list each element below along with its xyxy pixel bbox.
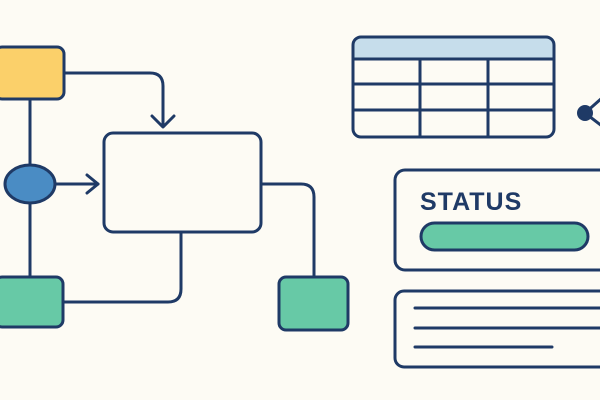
status-card: STATUS — [393, 168, 600, 272]
text-lines-card — [393, 289, 600, 369]
green-node-left[interactable] — [0, 275, 65, 329]
yellow-node[interactable] — [0, 45, 66, 101]
connector-main-to-green-left — [61, 230, 183, 304]
status-progress-bar — [419, 221, 590, 252]
connector-main-to-green-right — [259, 182, 316, 279]
share-node-icon — [577, 97, 600, 127]
data-table-icon — [351, 35, 556, 139]
arrowhead-down-icon — [150, 114, 176, 129]
green-node-right[interactable] — [277, 275, 350, 332]
blue-decision-node[interactable] — [3, 163, 57, 205]
status-label: STATUS — [420, 188, 522, 216]
main-process-box[interactable] — [102, 131, 263, 234]
connector-yellow-to-main — [62, 71, 165, 128]
arrowhead-right-icon — [85, 173, 100, 195]
